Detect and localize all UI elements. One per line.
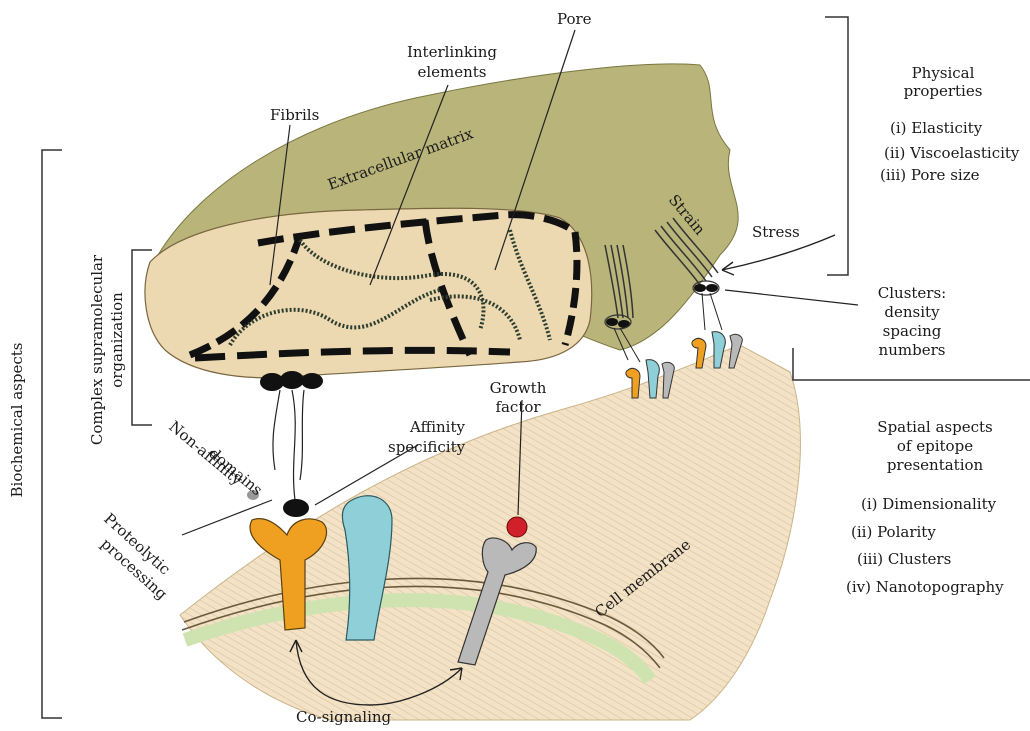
co-signaling-label: Co-signaling bbox=[296, 708, 392, 726]
physical-properties-title-line2: properties bbox=[904, 82, 983, 100]
stress-label: Stress bbox=[752, 223, 800, 241]
fibrils-label: Fibrils bbox=[270, 106, 319, 124]
spatial-aspect-item: (iv) Nanotopography bbox=[846, 578, 1004, 596]
small-receptor-cluster-left bbox=[626, 360, 674, 398]
fibril-anchor-cluster bbox=[260, 371, 323, 391]
growth-factor-label-line2: factor bbox=[495, 398, 541, 416]
affinity-label-line1: Affinity bbox=[409, 418, 466, 436]
biochemical-aspects-label: Biochemical aspects bbox=[8, 343, 26, 498]
non-affinity-strands bbox=[273, 390, 304, 500]
clusters-label-line: numbers bbox=[879, 341, 946, 359]
complex-organization-label-line1: Complex supramolecular bbox=[88, 254, 106, 445]
spatial-aspects-title-line2: of epitope bbox=[897, 437, 973, 455]
interlinking-label-line2: elements bbox=[417, 63, 486, 81]
clusters-label-line: spacing bbox=[883, 322, 942, 340]
clusters-label-line: Clusters: bbox=[878, 284, 946, 302]
physical-property-item: (iii) Pore size bbox=[880, 166, 980, 184]
affinity-label-line2: specificity bbox=[388, 438, 466, 456]
spatial-aspect-item: (ii) Polarity bbox=[851, 523, 936, 541]
physical-properties-bracket bbox=[825, 17, 848, 275]
complex-organization-label-line2: organization bbox=[108, 292, 126, 388]
spatial-aspects-title-line1: Spatial aspects bbox=[877, 418, 992, 436]
affinity-ligand bbox=[283, 499, 309, 517]
spatial-aspect-item: (i) Dimensionality bbox=[861, 495, 997, 513]
physical-property-item: (i) Elasticity bbox=[890, 119, 983, 137]
physical-property-item: (ii) Viscoelasticity bbox=[884, 144, 1020, 162]
interlinking-label-line1: Interlinking bbox=[407, 43, 497, 61]
growth-factor-sphere bbox=[507, 517, 527, 537]
small-receptor-cluster-right bbox=[692, 332, 742, 368]
pore-label: Pore bbox=[557, 10, 592, 28]
biochemical-aspects-bracket bbox=[42, 150, 62, 718]
spatial-aspect-item: (iii) Clusters bbox=[857, 550, 951, 568]
physical-properties-title-line1: Physical bbox=[912, 64, 975, 82]
growth-factor-label-line1: Growth bbox=[490, 379, 547, 397]
clusters-label-line: density bbox=[884, 303, 940, 321]
spatial-aspects-title-line3: presentation bbox=[887, 456, 984, 474]
